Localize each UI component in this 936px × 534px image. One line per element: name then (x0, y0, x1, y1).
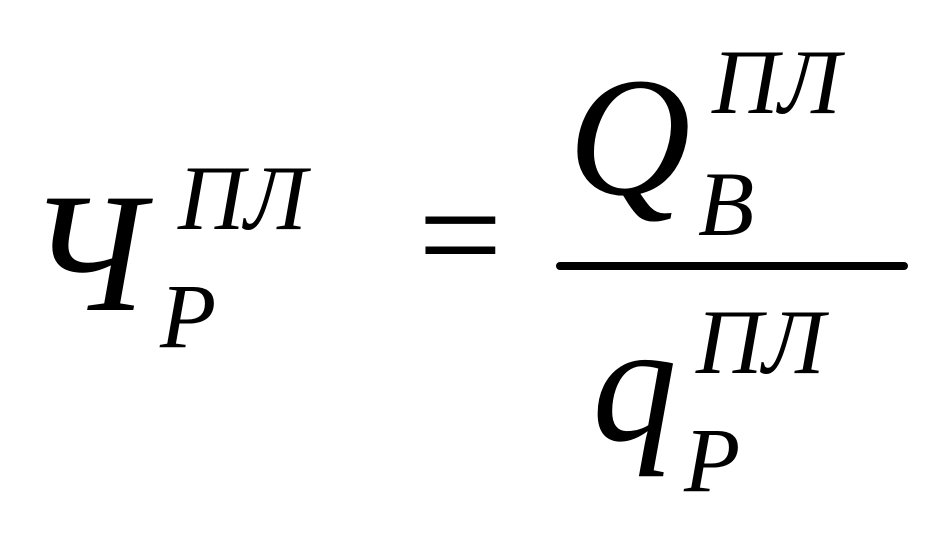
numerator-superscript: ПЛ (712, 31, 841, 133)
denominator-subscript: Р (684, 409, 741, 511)
fraction-bar (556, 262, 908, 270)
lhs-superscript: ПЛ (178, 147, 307, 249)
numerator-base: Q (568, 43, 691, 231)
numerator-subscript: В (698, 153, 755, 255)
lhs-subscript: Р (160, 265, 217, 367)
equals-sign: = (418, 152, 503, 318)
denominator-base: q (592, 289, 677, 477)
lhs-base: Ч (28, 159, 146, 347)
denominator-superscript: ПЛ (696, 291, 825, 393)
